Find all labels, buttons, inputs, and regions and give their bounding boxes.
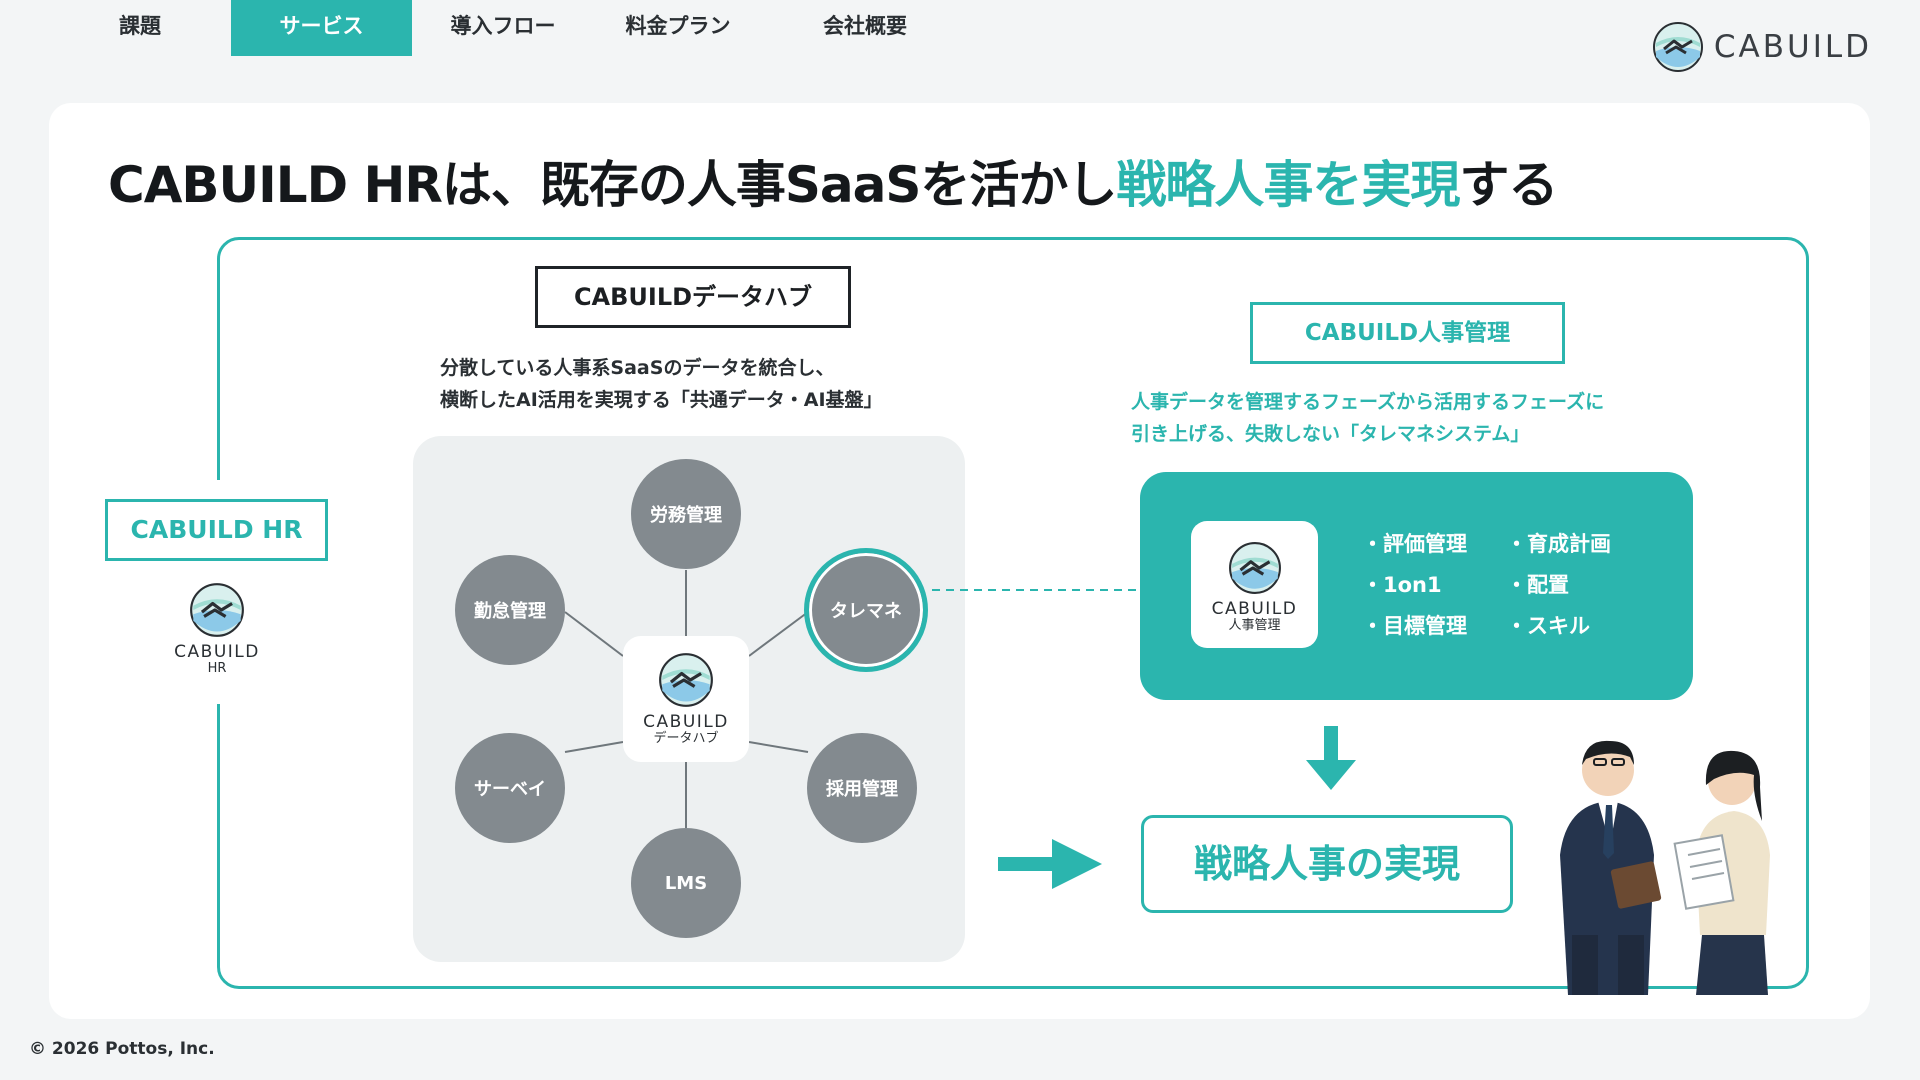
nav-item-company[interactable]: 会社概要 [823,14,907,38]
nav-item-kadai[interactable]: 課題 [119,14,161,38]
node-roumu: 労務管理 [631,459,741,569]
goal-strategic-hr: 戦略人事の実現 [1141,815,1513,913]
jinji-desc-line2: 引き上げる、失敗しない「タレマネシステム」 [1131,423,1530,445]
nav-item-pricing[interactable]: 料金プラン [625,14,731,38]
handshake-logo-icon [1652,22,1703,72]
brand-logo-text: CABUILD [1713,29,1872,65]
hub-logo-text: CABUILD [643,712,729,732]
page-title: CABUILD HRは、既存の人事SaaSを活かし戦略人事を実現する [108,145,1558,217]
feature-mokuhyou: 目標管理 [1362,610,1467,640]
node-survey: サーベイ [455,733,565,843]
feature-1on1: 1on1 [1362,569,1442,599]
jinji-logo-sub: 人事管理 [1228,618,1281,633]
feature-ikusei: 育成計画 [1506,528,1611,558]
title-part1: CABUILD HRは、既存の人事SaaSを活かし [108,156,1117,214]
jinji-desc-line1: 人事データを管理するフェーズから活用するフェーズに [1131,391,1605,413]
hr-logo-sub: HR [207,661,227,676]
business-people-illustration [1560,740,1770,995]
node-talent: タレマネ [804,548,928,672]
data-hub-title: CABUILDデータハブ [535,266,851,328]
jinji-title: CABUILD人事管理 [1250,302,1565,364]
hub-logo-sub: データハブ [653,731,719,746]
cabuild-hr-logo: CABUILD HR [170,582,264,676]
node-saiyou: 採用管理 [807,733,917,843]
hr-logo-text: CABUILD [174,642,260,662]
feature-haichi: 配置 [1506,569,1569,599]
jinji-logo-text: CABUILD [1211,599,1298,619]
nav-item-service[interactable]: サービス [231,0,412,56]
handshake-logo-icon [190,583,244,637]
title-accent: 戦略人事を実現 [1116,156,1460,214]
feature-skill: スキル [1506,610,1590,640]
data-hub-description: 分散している人事系SaaSのデータを統合し、 横断したAI活用を実現する「共通デ… [440,352,883,416]
copyright: © 2026 Pottos, Inc. [29,1039,215,1059]
jinji-description: 人事データを管理するフェーズから活用するフェーズに 引き上げる、失敗しない「タレ… [1131,386,1604,450]
node-lms: LMS [631,828,741,938]
jinji-logo: CABUILD 人事管理 [1191,521,1318,648]
down-arrow-icon [1306,726,1356,790]
title-part2: する [1459,156,1558,214]
data-hub-desc-line1: 分散している人事系SaaSのデータを統合し、 [440,357,835,379]
right-arrow-icon [998,839,1102,889]
cabuild-hr-label: CABUILD HR [105,499,328,561]
handshake-logo-icon [659,653,713,707]
brand-logo[interactable]: CABUILD [1652,20,1872,74]
data-hub-center-logo: CABUILD データハブ [623,636,749,762]
feature-hyouka: 評価管理 [1362,528,1467,558]
nav-item-flow[interactable]: 導入フロー [450,14,556,38]
data-hub-desc-line2: 横断したAI活用を実現する「共通データ・AI基盤」 [440,389,883,411]
handshake-logo-icon [1228,542,1281,594]
top-nav: 課題 サービス 導入フロー 料金プラン 会社概要 [0,0,1000,56]
node-kintai: 勤怠管理 [455,555,565,665]
